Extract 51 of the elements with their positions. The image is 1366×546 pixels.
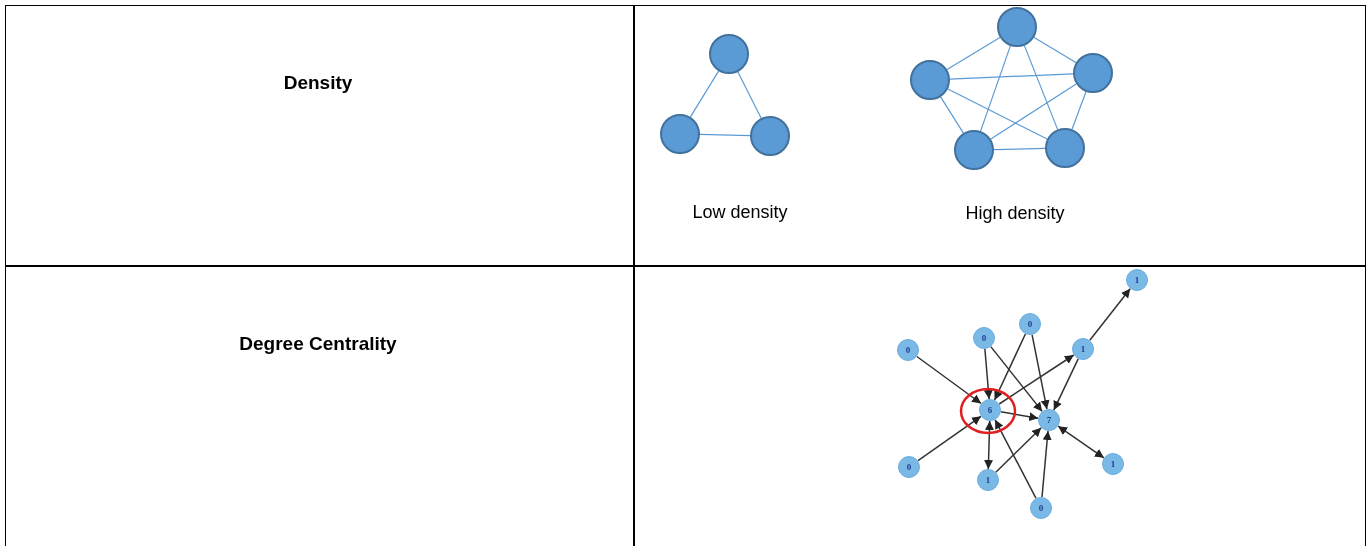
arrow xyxy=(1041,430,1052,498)
graph-node: 1 xyxy=(1072,338,1094,360)
circle-node xyxy=(1073,53,1113,93)
graph-node: 0 xyxy=(973,327,995,349)
connector-line xyxy=(940,96,964,134)
graph-node: 1 xyxy=(1126,269,1148,291)
graph-node: 7 xyxy=(1038,409,1060,431)
arrow xyxy=(1057,425,1105,459)
connector-line xyxy=(993,147,1046,151)
circle-node xyxy=(954,130,994,170)
connector-line xyxy=(947,88,1048,140)
arrow xyxy=(1089,287,1131,342)
graph-node: 1 xyxy=(977,469,999,491)
row-heading: Degree Centrality xyxy=(239,333,397,355)
connector-line xyxy=(1071,91,1087,130)
arrow xyxy=(916,355,982,405)
graph-node: 6 xyxy=(979,399,1001,421)
arrow xyxy=(983,348,993,400)
circle-node xyxy=(750,116,790,156)
graph-node: 1 xyxy=(1102,453,1124,475)
graph-node: 0 xyxy=(1019,313,1041,335)
arrow xyxy=(1031,334,1050,410)
circle-node xyxy=(709,34,749,74)
graph-node: 0 xyxy=(897,339,919,361)
arrow xyxy=(993,333,1027,401)
connector-line xyxy=(946,36,1001,71)
arrow xyxy=(995,426,1042,474)
connector-line xyxy=(990,83,1077,140)
connector-line xyxy=(980,45,1011,132)
arrow xyxy=(990,345,1043,413)
arrow xyxy=(1053,358,1079,411)
connector-line xyxy=(949,73,1074,80)
row-heading: Density xyxy=(283,72,353,94)
caption-text: High density xyxy=(965,202,1065,224)
circle-node xyxy=(1045,128,1085,168)
connector-line xyxy=(1023,45,1059,130)
arrow xyxy=(994,419,1037,499)
connector-line xyxy=(737,71,762,119)
connector-line xyxy=(699,133,751,137)
circle-node xyxy=(997,7,1037,47)
caption-text: Low density xyxy=(692,201,788,223)
arrow xyxy=(917,415,982,462)
graph-node: 0 xyxy=(1030,497,1052,519)
arrow xyxy=(984,420,994,470)
circle-node xyxy=(910,60,950,100)
arrow xyxy=(1000,411,1039,422)
connector-line xyxy=(689,70,720,118)
circle-node xyxy=(660,114,700,154)
connector-line xyxy=(1033,36,1077,64)
arrow xyxy=(998,354,1075,405)
graph-node: 0 xyxy=(898,456,920,478)
